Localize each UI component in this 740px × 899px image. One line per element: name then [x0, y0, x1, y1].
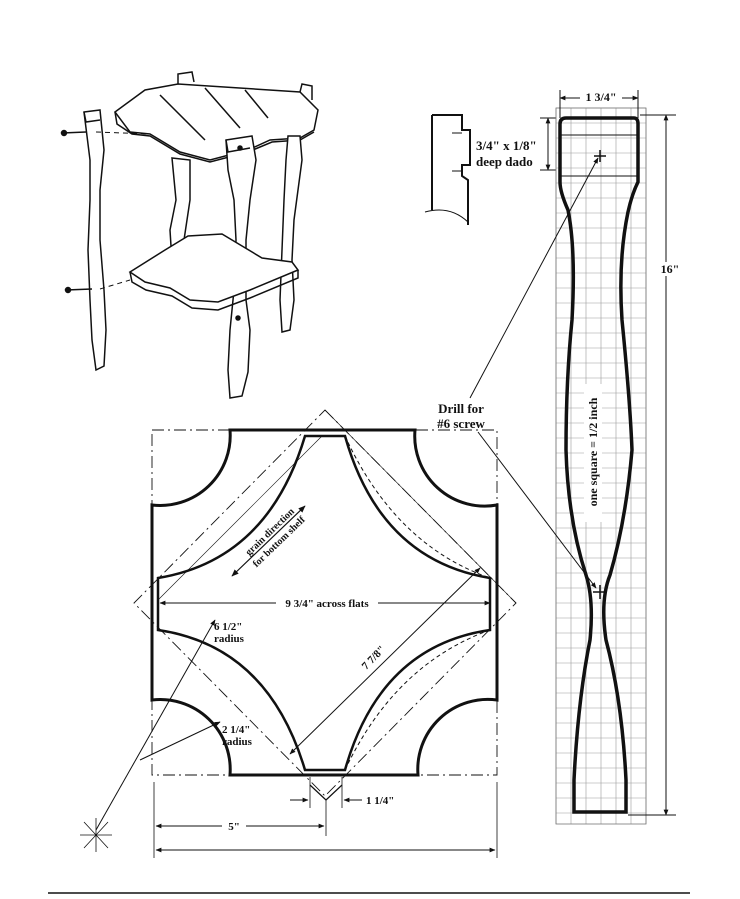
leg-width-label: 1 3/4": [586, 90, 617, 104]
bottom-shelf-outline: [156, 434, 492, 772]
leg-pattern-outline-box: [555, 107, 647, 825]
drill-mark-bottom: [593, 585, 607, 599]
top-shelf: [113, 83, 319, 161]
dado-detail: [424, 114, 556, 225]
small-radius-word: radius: [222, 736, 253, 748]
drill-label-line1: Drill for: [438, 401, 484, 416]
drill-label-line2: #6 screw: [437, 416, 485, 431]
leg-height-label: 16": [661, 262, 680, 276]
grid-scale-label: one square = 1/2 inch: [586, 397, 600, 506]
drill-leader-top: [469, 157, 599, 399]
half-width-label: 5": [228, 821, 240, 833]
diagonal-label: 7 7/8": [360, 644, 388, 673]
leg-exploded-left: [83, 109, 107, 372]
shelf-outline: [150, 428, 499, 777]
leg-pattern-profile: [558, 116, 640, 814]
dado-size-label: 3/4" x 1/8": [476, 138, 537, 153]
drill-mark-top: [594, 150, 606, 162]
across-flats-label: 9 3/4" across flats: [285, 598, 369, 610]
shelf-plan-view: [80, 409, 517, 858]
notch-width-label: 1 1/4": [366, 795, 394, 807]
stand-isometric-view: [60, 71, 319, 399]
drill-leader-bottom: [477, 431, 597, 589]
small-radius-value: 2 1/4": [222, 724, 250, 736]
dado-depth-label: deep dado: [476, 154, 533, 169]
large-radius-word: radius: [214, 633, 245, 645]
large-radius-value: 6 1/2": [214, 621, 242, 633]
